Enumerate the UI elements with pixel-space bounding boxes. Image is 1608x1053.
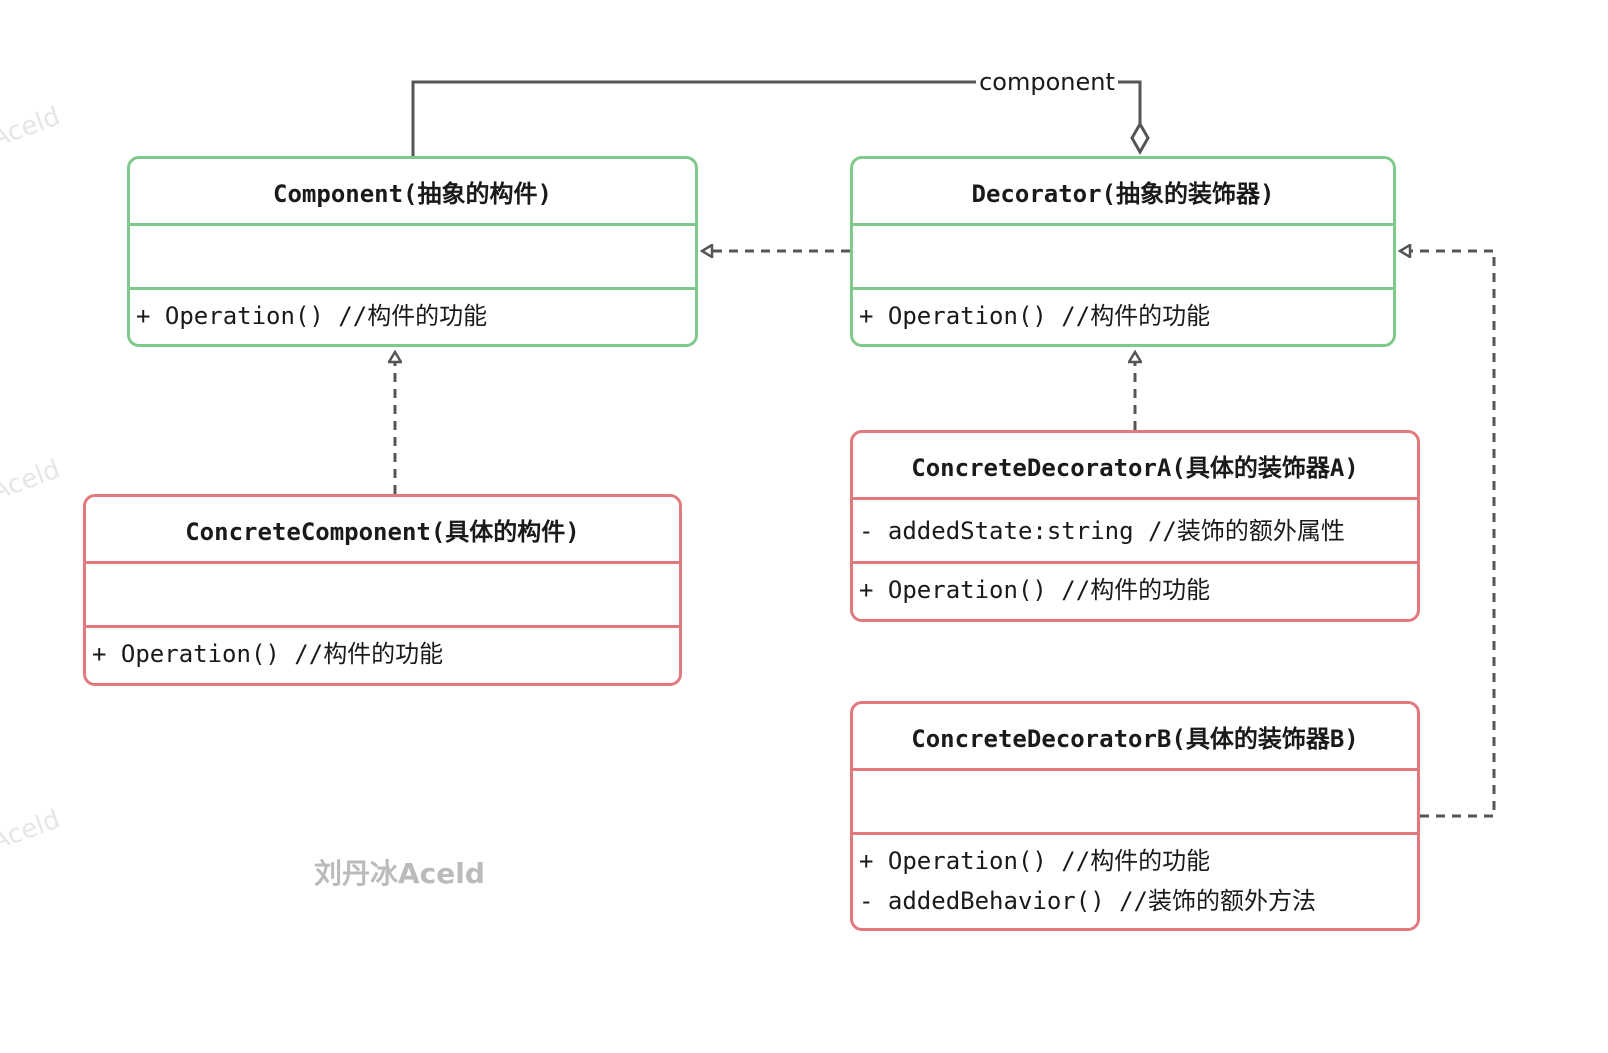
watermark-author: 刘丹冰Aceld <box>314 857 485 890</box>
aggregation-diamond <box>1130 120 1150 156</box>
attributes-section <box>853 223 1393 287</box>
attributes-section: - addedState:string //装饰的额外属性 <box>853 497 1417 561</box>
decorator-b-extends-decorator <box>1400 251 1496 818</box>
attributes-section <box>853 768 1417 832</box>
class-name: ConcreteDecoratorB(具体的装饰器B) <box>911 724 1359 753</box>
aggregation-line <box>411 80 1142 157</box>
class-component[interactable]: Component(抽象的构件) + Operation() //构件的功能 <box>127 156 698 347</box>
class-name: Decorator(抽象的装饰器) <box>971 179 1275 208</box>
operation: + Operation() //构件的功能 <box>92 640 444 668</box>
class-name: ConcreteDecoratorA(具体的装饰器A) <box>911 453 1359 482</box>
class-name-section: Decorator(抽象的装饰器) <box>853 159 1393 223</box>
class-concrete-component[interactable]: ConcreteComponent(具体的构件) + Operation() /… <box>83 494 682 686</box>
aggregation-label: component <box>979 68 1115 96</box>
class-name: Component(抽象的构件) <box>273 179 552 208</box>
class-concrete-decorator-b[interactable]: ConcreteDecoratorB(具体的装饰器B) + Operation(… <box>850 701 1420 931</box>
operation: - addedBehavior() //装饰的额外方法 <box>859 887 1316 915</box>
attributes-section <box>86 561 679 625</box>
class-name-section: ConcreteDecoratorB(具体的装饰器B) <box>853 704 1417 768</box>
operation: + Operation() //构件的功能 <box>136 302 488 330</box>
operation: + Operation() //构件的功能 <box>859 576 1211 604</box>
attribute: - addedState:string //装饰的额外属性 <box>859 516 1345 545</box>
operations-section: + Operation() //构件的功能 <box>853 287 1393 342</box>
operations-section: + Operation() //构件的功能 <box>853 561 1417 616</box>
operations-section: + Operation() //构件的功能 <box>130 287 695 342</box>
operation: + Operation() //构件的功能 <box>859 302 1211 330</box>
operation: + Operation() //构件的功能 <box>859 847 1211 875</box>
aggregation-label-bg <box>976 66 1118 98</box>
class-name-section: Component(抽象的构件) <box>130 159 695 223</box>
attributes-section <box>130 223 695 287</box>
operations-section: + Operation() //构件的功能 <box>86 625 679 680</box>
operations-section: + Operation() //构件的功能 - addedBehavior() … <box>853 832 1417 927</box>
class-decorator[interactable]: Decorator(抽象的装饰器) + Operation() //构件的功能 <box>850 156 1396 347</box>
class-name-section: ConcreteDecoratorA(具体的装饰器A) <box>853 433 1417 497</box>
class-name-section: ConcreteComponent(具体的构件) <box>86 497 679 561</box>
class-concrete-decorator-a[interactable]: ConcreteDecoratorA(具体的装饰器A) - addedState… <box>850 430 1420 622</box>
class-name: ConcreteComponent(具体的构件) <box>185 517 580 546</box>
